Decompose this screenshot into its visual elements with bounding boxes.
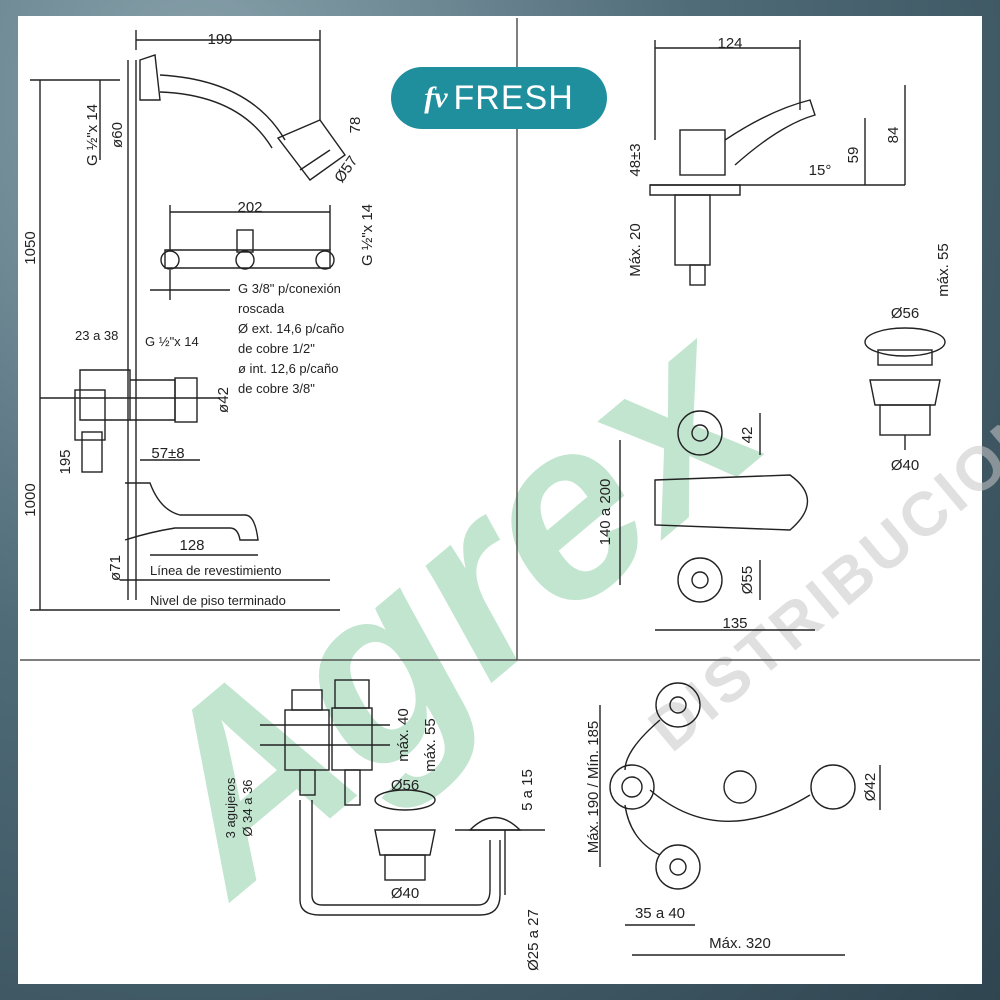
basin-dim-max55: máx. 55 xyxy=(935,243,952,296)
bidet-dim-40: Ø40 xyxy=(391,885,419,902)
basin-dim-48: 48±3 xyxy=(627,143,644,176)
svg-text:de cobre 1/2": de cobre 1/2" xyxy=(238,341,315,356)
dim-199: 199 xyxy=(207,31,232,48)
basin-dim-84: 84 xyxy=(885,127,902,144)
dim-valve-g14: G ½"x 14 xyxy=(359,204,376,266)
brand-badge: fv FRESH xyxy=(391,67,607,129)
dim-1050: 1050 xyxy=(22,231,39,264)
dim-71: ø71 xyxy=(107,555,124,581)
svg-text:roscada: roscada xyxy=(238,301,285,316)
dim-60: ø60 xyxy=(109,122,126,148)
dim-1000: 1000 xyxy=(22,483,39,516)
line-revestimiento: Línea de revestimiento xyxy=(150,563,282,578)
dim-57: Ø57 xyxy=(331,153,361,186)
brand-name: FRESH xyxy=(453,78,574,117)
dim-195: 195 xyxy=(57,449,74,474)
dim-78: 78 xyxy=(347,117,364,134)
bidet-dim-56: Ø56 xyxy=(391,777,419,794)
bidet-dim-max320: Máx. 320 xyxy=(709,935,771,952)
bidet-dim-42: Ø42 xyxy=(862,773,879,801)
basin-dim-40: Ø40 xyxy=(891,457,919,474)
svg-text:de cobre 3/8": de cobre 3/8" xyxy=(238,381,315,396)
basin-dim-140: 140 a 200 xyxy=(597,479,614,546)
bidet-dim-max40: máx. 40 xyxy=(395,708,412,761)
dim-23a38: 23 a 38 xyxy=(75,328,118,343)
bidet-dim-190: Máx. 190 / Mín. 185 xyxy=(585,721,602,854)
svg-text:ø int. 12,6 p/caño: ø int. 12,6 p/caño xyxy=(238,361,338,376)
bidet-holes-1: 3 agujeros xyxy=(223,777,238,838)
dim-202: 202 xyxy=(237,199,262,216)
bidet-dim-35: 35 a 40 xyxy=(635,905,685,922)
bidet-drawing xyxy=(260,679,881,956)
dim-57-8: 57±8 xyxy=(151,445,184,462)
basin-dim-55: Ø55 xyxy=(739,566,756,594)
dim-g14b: G ½"x 14 xyxy=(145,334,199,349)
basin-dim-max20: Máx. 20 xyxy=(627,223,644,276)
line-piso: Nivel de piso terminado xyxy=(150,593,286,608)
drawing-sheet xyxy=(18,16,982,984)
bidet-dim-5a15: 5 a 15 xyxy=(519,769,536,811)
basin-drawing xyxy=(619,40,946,631)
svg-text:G 3/8" p/conexión: G 3/8" p/conexión xyxy=(238,281,341,296)
basin-dim-56: Ø56 xyxy=(891,305,919,322)
dim-g14: G ½"x 14 xyxy=(84,104,101,166)
dim-128: 128 xyxy=(179,537,204,554)
basin-dim-124: 124 xyxy=(717,35,742,52)
dim-42: ø42 xyxy=(215,387,232,413)
bidet-dim-25: Ø25 a 27 xyxy=(525,909,542,971)
fv-logo-icon: fv xyxy=(424,81,448,114)
basin-dim-59: 59 xyxy=(845,147,862,164)
connection-note: G 3/8" p/conexión roscada Ø ext. 14,6 p/… xyxy=(238,281,344,396)
basin-dim-15: 15° xyxy=(809,162,832,179)
svg-text:Ø ext. 14,6 p/caño: Ø ext. 14,6 p/caño xyxy=(238,321,344,336)
bidet-holes-2: Ø 34 a 36 xyxy=(240,779,255,836)
shower-drawing xyxy=(30,30,346,611)
basin-dim-135: 135 xyxy=(722,615,747,632)
bidet-dim-max55: máx. 55 xyxy=(422,718,439,771)
basin-dim-42: 42 xyxy=(739,427,756,444)
